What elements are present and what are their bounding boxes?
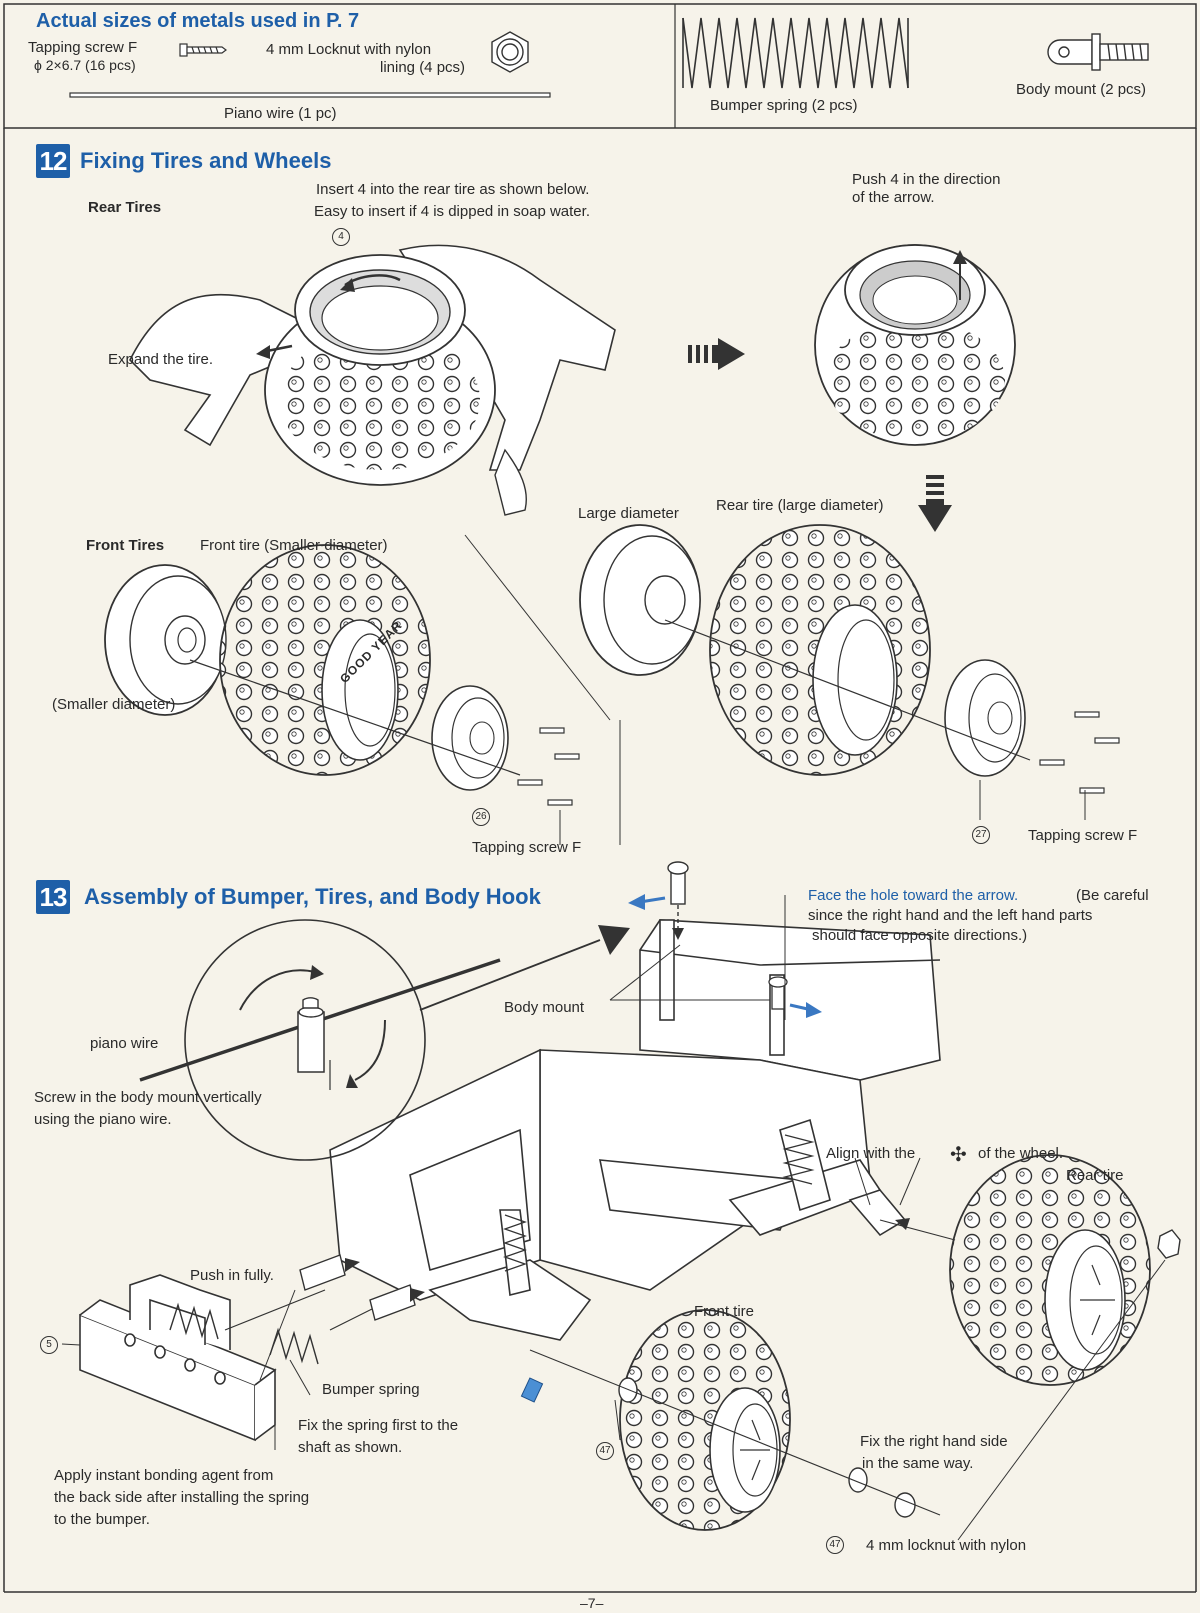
page-number: –7–: [580, 1595, 604, 1611]
be-careful-2: since the right hand and the left hand p…: [808, 907, 1093, 924]
push-instruction-2: of the arrow.: [852, 189, 935, 206]
step-13-title: Assembly of Bumper, Tires, and Body Hook: [84, 884, 541, 909]
piano-wire-icon: [69, 92, 551, 98]
push-in-fully-label: Push in fully.: [190, 1267, 274, 1284]
fix-spring-1: Fix the spring first to the: [298, 1417, 459, 1434]
body-mount-label: Body mount (2 pcs): [1016, 81, 1147, 98]
part-26-marker: 26: [472, 808, 490, 826]
align-label-1: Align with the: [826, 1145, 916, 1162]
insert-instruction-2: Easy to insert if 4 is dipped in soap wa…: [314, 203, 590, 220]
screw-in-1: Screw in the body mount vertically: [34, 1089, 262, 1106]
tapping-screw-size: ϕ 2×6.7 (16 pcs): [34, 57, 136, 73]
insert-instruction-1: Insert 4 into the rear tire as shown bel…: [316, 181, 590, 198]
apply-bond-1: Apply instant bonding agent from: [54, 1467, 274, 1484]
tapping-screw-icon: [179, 43, 227, 57]
smaller-diameter-label: (Smaller diameter): [52, 696, 176, 713]
rear-tire-13-label: Rear tire: [1066, 1167, 1124, 1184]
part-47a-marker: 47: [596, 1442, 614, 1460]
blue-body-mount-icon: [520, 1377, 544, 1403]
apply-bond-3: to the bumper.: [54, 1511, 150, 1528]
be-careful-1: (Be careful: [1076, 887, 1149, 904]
header-title: Actual sizes of metals used in P. 7: [36, 10, 360, 32]
fix-spring-2: shaft as shown.: [298, 1439, 403, 1456]
fix-right-2: in the same way.: [862, 1455, 974, 1472]
cross-icon: ✣: [950, 1144, 967, 1166]
bumper-illustration: [79, 1274, 277, 1442]
piano-wire-inset-illustration: [139, 919, 630, 1161]
rear-tire-assembly-illustration: [579, 524, 1120, 794]
right-arrow-icon: [688, 338, 745, 370]
down-arrow-icon: [918, 475, 952, 532]
push-instruction-1: Push 4 in the direction: [852, 171, 1001, 188]
piano-wire-label: Piano wire (1 pc): [224, 105, 337, 122]
step-12-title: Fixing Tires and Wheels: [80, 148, 332, 173]
rear-tire-inserted-illustration: [814, 244, 1016, 446]
tapping-screw-label: Tapping screw F: [28, 39, 138, 56]
tapping-screw-f-front: Tapping screw F: [472, 839, 582, 856]
rear-tires-heading: Rear Tires: [88, 199, 162, 216]
bumper-spring-13-label: Bumper spring: [322, 1381, 420, 1398]
rear-tire-large-label: Rear tire (large diameter): [716, 497, 884, 514]
body-mount-top-illustration: [628, 861, 822, 1018]
screw-in-2: using the piano wire.: [34, 1111, 172, 1128]
shock-spring-icons: [503, 1134, 815, 1272]
bumper-spring-icon: [682, 17, 909, 89]
face-hole-note: Face the hole toward the arrow.: [808, 887, 1019, 904]
body-mount-icon: [1047, 33, 1149, 71]
front-tire-assembly-illustration: [104, 544, 580, 806]
step-12-number: 12: [36, 144, 70, 178]
bumper-spring-label: Bumper spring (2 pcs): [710, 97, 858, 114]
apply-bond-2: the back side after installing the sprin…: [54, 1489, 310, 1506]
locknut-label-2: lining (4 pcs): [380, 59, 466, 76]
front-tire-small-label: Front tire (Smaller diameter): [200, 537, 388, 554]
fix-right-1: Fix the right hand side: [860, 1433, 1008, 1450]
part-47b-marker: 47: [826, 1536, 844, 1554]
part-4-marker: 4: [332, 228, 350, 246]
part-27-marker: 27: [972, 826, 990, 844]
locknut-icon: [491, 31, 529, 73]
front-tires-heading: Front Tires: [86, 537, 165, 554]
rear-tire-13-illustration: [879, 1154, 1181, 1386]
front-tire-13-label: Front tire: [694, 1303, 755, 1320]
be-careful-3: should face opposite directions.): [812, 927, 1028, 944]
piano-wire-13-label: piano wire: [90, 1035, 159, 1052]
step-13-number: 13: [36, 880, 70, 914]
tapping-screw-f-rear: Tapping screw F: [1028, 827, 1138, 844]
chassis-illustration: [329, 919, 941, 1341]
rear-tire-expand-illustration: [129, 244, 616, 516]
header-frame: [3, 3, 1197, 129]
part-5-marker: 5: [40, 1336, 58, 1354]
large-diameter-label: Large diameter: [578, 505, 679, 522]
expand-tire-label: Expand the tire.: [108, 351, 214, 368]
locknut-13-label: 4 mm locknut with nylon: [866, 1537, 1027, 1554]
align-label-2: of the wheel.: [978, 1145, 1064, 1162]
front-tire-13-illustration: [529, 1309, 941, 1531]
body-mount-13-label: Body mount: [504, 999, 585, 1016]
locknut-label-1: 4 mm Locknut with nylon: [266, 41, 432, 58]
